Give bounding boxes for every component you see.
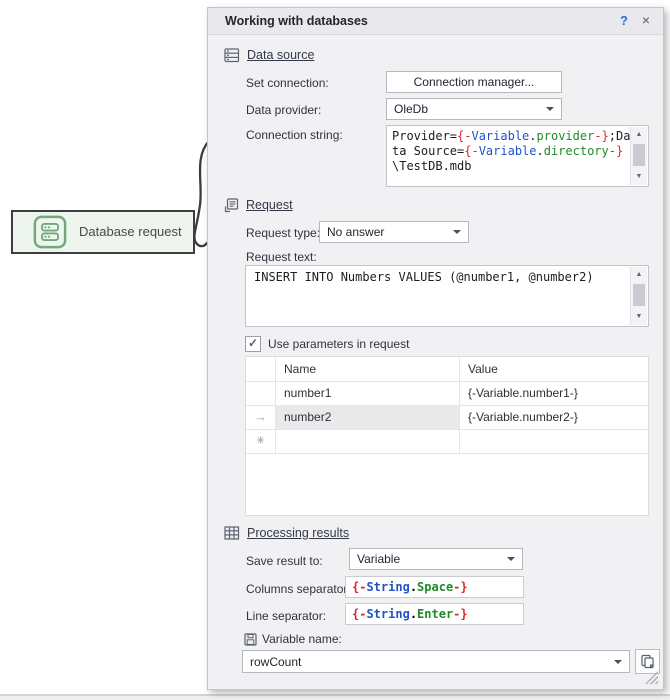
copy-variable-button[interactable] [635,649,660,674]
scrollbar-thumb[interactable] [633,284,645,306]
chevron-down-icon [546,107,554,111]
panel-titlebar[interactable]: Working with databases ? × [208,8,663,35]
cell-name[interactable] [276,429,460,453]
columns-separator-label: Columns separator: [246,582,351,596]
variable-name-combobox[interactable]: rowCount [242,650,630,673]
section-title-data-source: Data source [247,48,315,62]
connection-string-label: Connection string: [246,128,343,142]
table-header-row: Name Value [246,357,648,382]
help-button[interactable]: ? [620,13,628,28]
processing-results-icon [224,526,240,540]
save-result-value: Variable [357,552,401,566]
line-separator-value: {-String.Enter-} [352,607,468,621]
data-provider-select[interactable]: OleDb [386,98,562,120]
new-row-asterisk-icon: ✳ [246,429,276,453]
column-header-name[interactable]: Name [276,357,460,381]
current-row-arrow-icon: → [246,405,276,429]
section-request[interactable]: Request [224,196,293,214]
parameters-table[interactable]: Name Value number1 {-Variable.number1-} … [245,356,649,516]
close-button[interactable]: × [641,12,651,28]
use-parameters-label: Use parameters in request [268,337,410,351]
cell-value[interactable] [460,429,648,453]
connection-string-scrollbar[interactable]: ▲ ▼ [630,127,647,185]
connection-string-text: Provider={-Variable.provider-};Data Sour… [392,129,631,173]
scroll-down-icon[interactable]: ▼ [635,173,643,180]
section-title-request: Request [246,198,293,212]
request-text-input[interactable]: INSERT INTO Numbers VALUES (@number1, @n… [245,265,649,327]
save-result-label: Save result to: [246,554,323,568]
data-provider-label: Data provider: [246,103,322,117]
section-title-processing-results: Processing results [247,526,350,540]
row-marker [246,381,276,405]
request-type-value: No answer [327,225,385,239]
line-separator-label: Line separator: [246,609,327,623]
window-bottom-edge [0,694,670,696]
properties-panel: Working with databases ? × Data source S… [207,7,664,690]
request-icon [224,197,239,213]
section-data-source[interactable]: Data source [224,46,314,64]
cell-value[interactable]: {-Variable.number2-} [468,410,578,424]
request-text-label: Request text: [246,250,317,264]
set-connection-label: Set connection: [246,76,329,90]
copy-icon [640,654,655,669]
scroll-up-icon[interactable]: ▲ [635,131,643,138]
table-row-new[interactable]: ✳ [246,429,648,454]
cell-name[interactable]: number2 [276,405,460,429]
table-row[interactable]: number1 {-Variable.number1-} [246,381,648,406]
scroll-down-icon[interactable]: ▼ [635,313,643,320]
panel-title: Working with databases [225,14,368,28]
table-row[interactable]: → number2 {-Variable.number2-} [246,405,648,430]
save-result-select[interactable]: Variable [349,548,523,570]
variable-name-row: Variable name: [244,632,342,646]
cell-name[interactable]: number1 [276,381,460,405]
use-parameters-row: ✓ Use parameters in request [245,336,409,352]
variable-name-label: Variable name: [262,632,342,646]
data-source-icon [224,47,240,63]
row-marker-header [246,357,276,381]
columns-separator-input[interactable]: {-String.Space-} [345,576,524,598]
database-request-block[interactable]: Database request [11,210,195,254]
request-type-label: Request type: [246,226,321,240]
scroll-up-icon[interactable]: ▲ [635,271,643,278]
variable-name-value: rowCount [250,654,302,669]
chevron-down-icon [453,230,461,234]
use-parameters-checkbox[interactable]: ✓ [245,336,261,352]
data-provider-value: OleDb [394,102,429,116]
request-text-value: INSERT INTO Numbers VALUES (@number1, @n… [254,270,594,284]
connection-string-input[interactable]: Provider={-Variable.provider-};Data Sour… [386,125,649,187]
request-type-select[interactable]: No answer [319,221,469,243]
columns-separator-value: {-String.Space-} [352,580,468,594]
request-text-scrollbar[interactable]: ▲ ▼ [630,267,647,325]
section-processing-results[interactable]: Processing results [224,524,349,542]
database-block-icon [33,215,67,249]
block-label: Database request [79,224,182,239]
chevron-down-icon [614,659,622,664]
line-separator-input[interactable]: {-String.Enter-} [345,603,524,625]
connection-manager-button[interactable]: Connection manager... [386,71,562,93]
save-variable-icon [244,632,257,646]
window-bottom-edge-light [0,696,670,700]
cell-value[interactable]: {-Variable.number1-} [468,386,578,400]
chevron-down-icon [507,557,515,561]
column-header-value[interactable]: Value [468,362,498,376]
scrollbar-thumb[interactable] [633,144,645,166]
